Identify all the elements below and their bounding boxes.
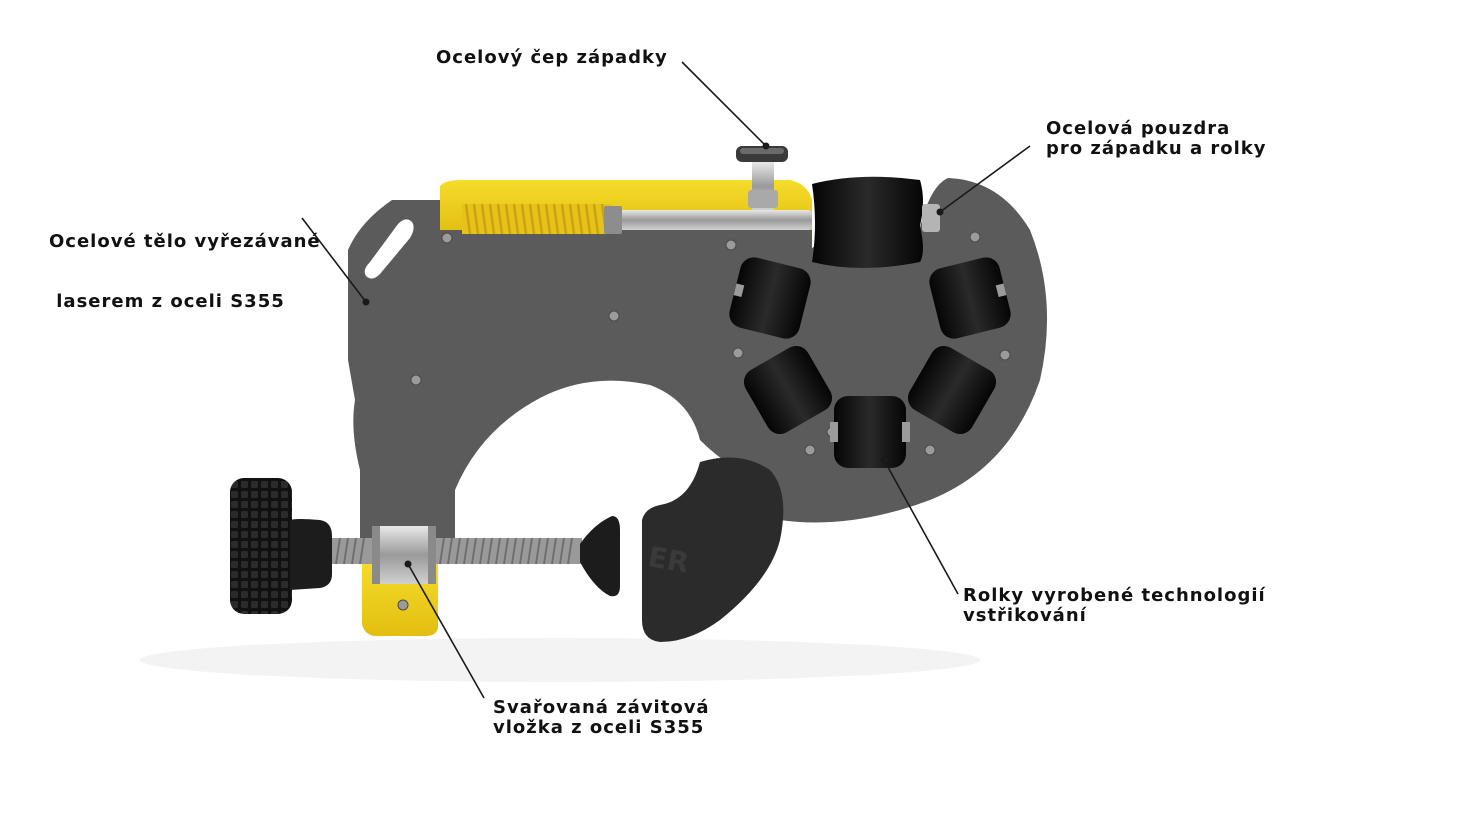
leader-latch-pin [681, 61, 767, 147]
leader-thread-insert [407, 563, 485, 699]
leader-body [301, 217, 367, 303]
clamp-knob [230, 478, 332, 614]
body-slot [364, 219, 414, 279]
callout-latch-pin-line-1: Ocelový čep západky [436, 47, 668, 68]
leader-dot-bushings [936, 208, 944, 216]
roller-ring [729, 257, 1011, 468]
threaded-screw [332, 537, 582, 565]
callout-body: Ocelové tělo vyřezávané laserem z oceli … [49, 192, 321, 332]
callout-body-line-1: Ocelové tělo vyřezávané [49, 231, 321, 252]
callout-rollers-line-2: vstřikování [963, 605, 1087, 626]
spring [462, 203, 612, 235]
callout-thread-insert-line-1: Svařovaná závitová [493, 697, 710, 718]
callout-bushings-line-1: Ocelová pouzdra [1046, 118, 1231, 139]
callout-thread-insert: Svařovaná závitová vložka z oceli S355 [493, 698, 710, 738]
callout-thread-insert-line-2: vložka z oceli S355 [493, 717, 705, 738]
leader-dot-rollers [880, 456, 888, 464]
jaw-hook [642, 457, 784, 642]
leader-dot-latch-pin [762, 142, 770, 150]
latch-rod [606, 210, 812, 230]
callout-bushings: Ocelová pouzdra pro západku a rolky [1046, 119, 1267, 159]
leader-dot-thread-insert [404, 560, 412, 568]
callout-latch-pin: Ocelový čep západky [436, 48, 668, 68]
thread-insert-nut [372, 526, 436, 584]
brand-mark: ER [646, 540, 692, 580]
leader-lines [301, 61, 1031, 699]
floor-shadow [140, 638, 980, 682]
callout-rollers-line-1: Rolky vyrobené technologií [963, 585, 1266, 606]
leader-dot-body [362, 298, 370, 306]
bolt-heads [397, 231, 1011, 611]
callout-rollers: Rolky vyrobené technologií vstřikování [963, 586, 1266, 626]
latch-pin [736, 146, 788, 210]
latch-rod-collar [604, 206, 622, 234]
leader-rollers [883, 459, 959, 595]
top-roller [812, 176, 940, 268]
screw-pad [580, 516, 620, 597]
callout-body-line-2: laserem z oceli S355 [49, 291, 285, 312]
callout-bushings-line-2: pro západku a rolky [1046, 138, 1267, 159]
leader-bushings [939, 145, 1031, 213]
